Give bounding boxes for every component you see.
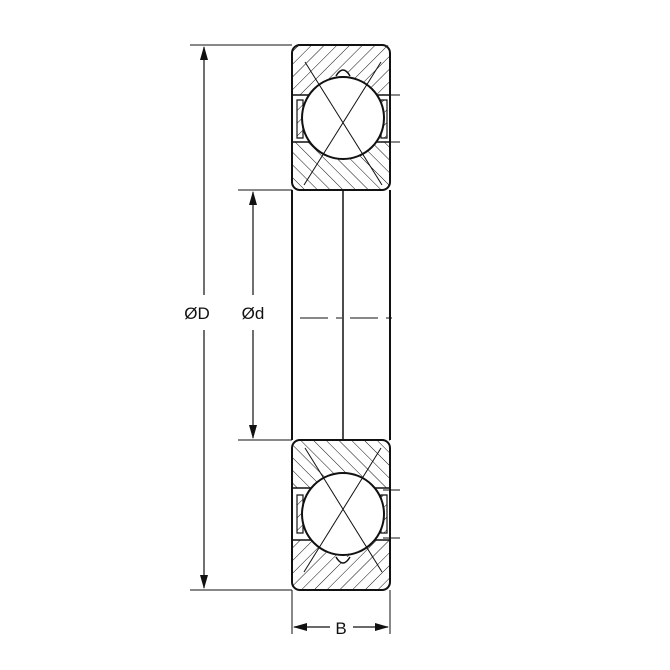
bore-diameter-label: Ød (242, 304, 265, 323)
outer-diameter-label: ØD (184, 304, 210, 323)
ball-top (301, 76, 385, 160)
bottom-section (291, 439, 400, 591)
width-dimension: B (291, 590, 391, 638)
bore-body (291, 190, 392, 440)
bore-diameter-dimension: Ød (238, 189, 292, 441)
outer-diameter-dimension: ØD (184, 44, 292, 591)
top-section (291, 44, 400, 191)
ball-bottom (301, 472, 385, 556)
width-label: B (335, 619, 346, 638)
